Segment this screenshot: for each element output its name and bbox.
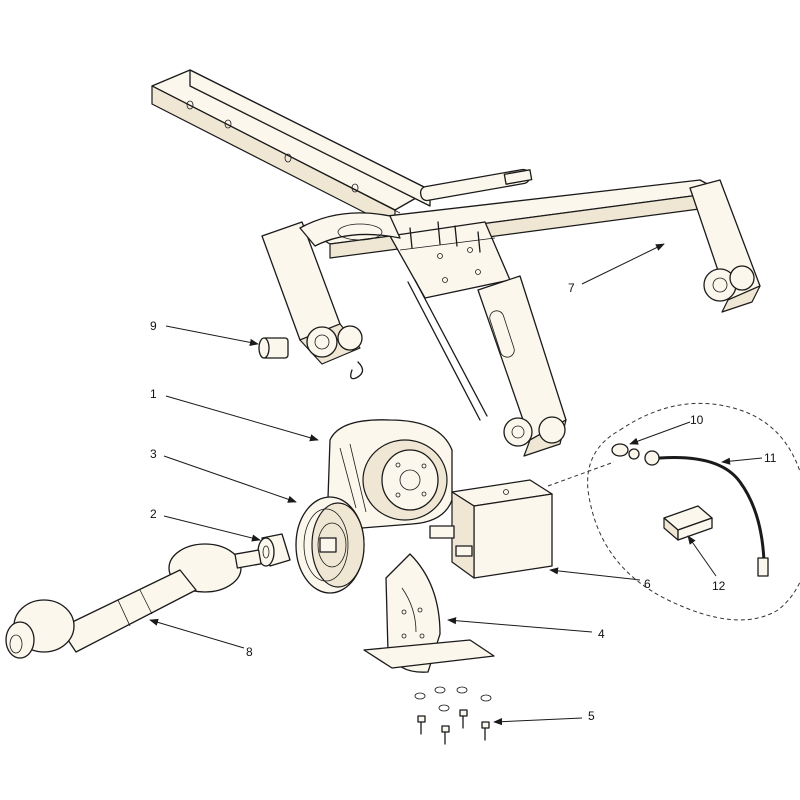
callout-1: 1 [150,387,157,401]
part-2-hub [257,533,291,567]
leader-5 [493,717,583,726]
part-4-bracket [363,553,495,673]
callout-3: 3 [150,447,157,461]
leader-7 [581,243,665,285]
leader-lines [149,243,763,726]
leader-12 [687,535,717,577]
part-6-gearbox [429,479,553,579]
callout-4: 4 [598,627,605,641]
part-10-fitting [611,443,660,466]
kit-link-dashed [547,461,615,487]
callout-10: 10 [690,413,704,427]
callout-9: 9 [150,319,157,333]
part-9-bushing [258,337,289,359]
leader-11 [721,457,763,465]
callout-2: 2 [150,507,157,521]
callout-11: 11 [764,451,777,465]
part-11-hose [658,456,769,577]
callout-labels: 1 2 3 4 5 6 7 8 9 10 11 12 [150,281,777,723]
part-7-frame [151,69,761,457]
leader-8 [149,618,245,649]
part-1-guard-cover [327,419,453,529]
leader-1 [165,395,319,442]
leader-9 [165,325,259,346]
part-12-block [663,505,713,541]
part-5-fasteners [414,686,492,745]
callout-7: 7 [568,281,575,295]
part-8-drive-shaft [5,543,262,659]
kit-outline-dashed [587,402,800,621]
leader-4 [447,617,593,633]
leader-2 [163,515,261,542]
leader-6 [549,567,641,581]
leader-3 [163,455,297,503]
callout-12: 12 [712,579,726,593]
part-3-pulley [295,496,365,594]
callout-5: 5 [588,709,595,723]
callout-6: 6 [644,577,651,591]
leader-10 [629,421,691,445]
callout-8: 8 [246,645,253,659]
